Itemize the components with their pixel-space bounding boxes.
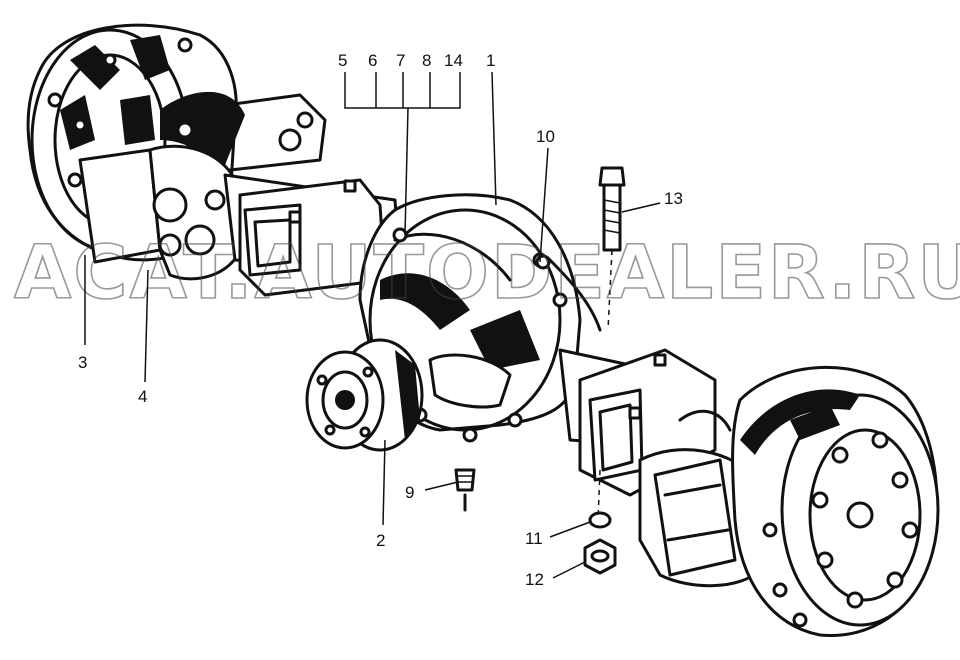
callout-10: 10 <box>536 127 555 146</box>
callout-12: 12 <box>525 570 544 589</box>
drain-plug-9 <box>454 468 476 512</box>
callout-6: 6 <box>368 51 377 70</box>
callout-13: 13 <box>664 189 683 208</box>
bolt-13 <box>598 166 626 252</box>
callout-11: 11 <box>525 529 543 548</box>
input-flange <box>305 338 424 452</box>
nut-12 <box>583 538 617 575</box>
left-axle-tube <box>223 173 402 297</box>
right-wheel-hub <box>731 365 940 638</box>
left-brake-chamber <box>78 93 327 281</box>
right-brake-chamber <box>638 409 762 588</box>
callout-9: 9 <box>405 483 414 502</box>
callout-1: 1 <box>486 51 495 70</box>
callout-2: 2 <box>376 531 385 550</box>
callout-5: 5 <box>338 51 347 70</box>
washer-11 <box>588 511 612 529</box>
callout-14: 14 <box>444 51 463 70</box>
callout-3: 3 <box>78 353 87 372</box>
leader-lines <box>84 71 661 579</box>
callout-7: 7 <box>396 51 405 70</box>
right-axle-tube <box>558 348 717 497</box>
callout-8: 8 <box>422 51 431 70</box>
watermark-text: ACAT.AUTODEALER.RU <box>14 230 960 316</box>
callout-4: 4 <box>138 387 147 406</box>
